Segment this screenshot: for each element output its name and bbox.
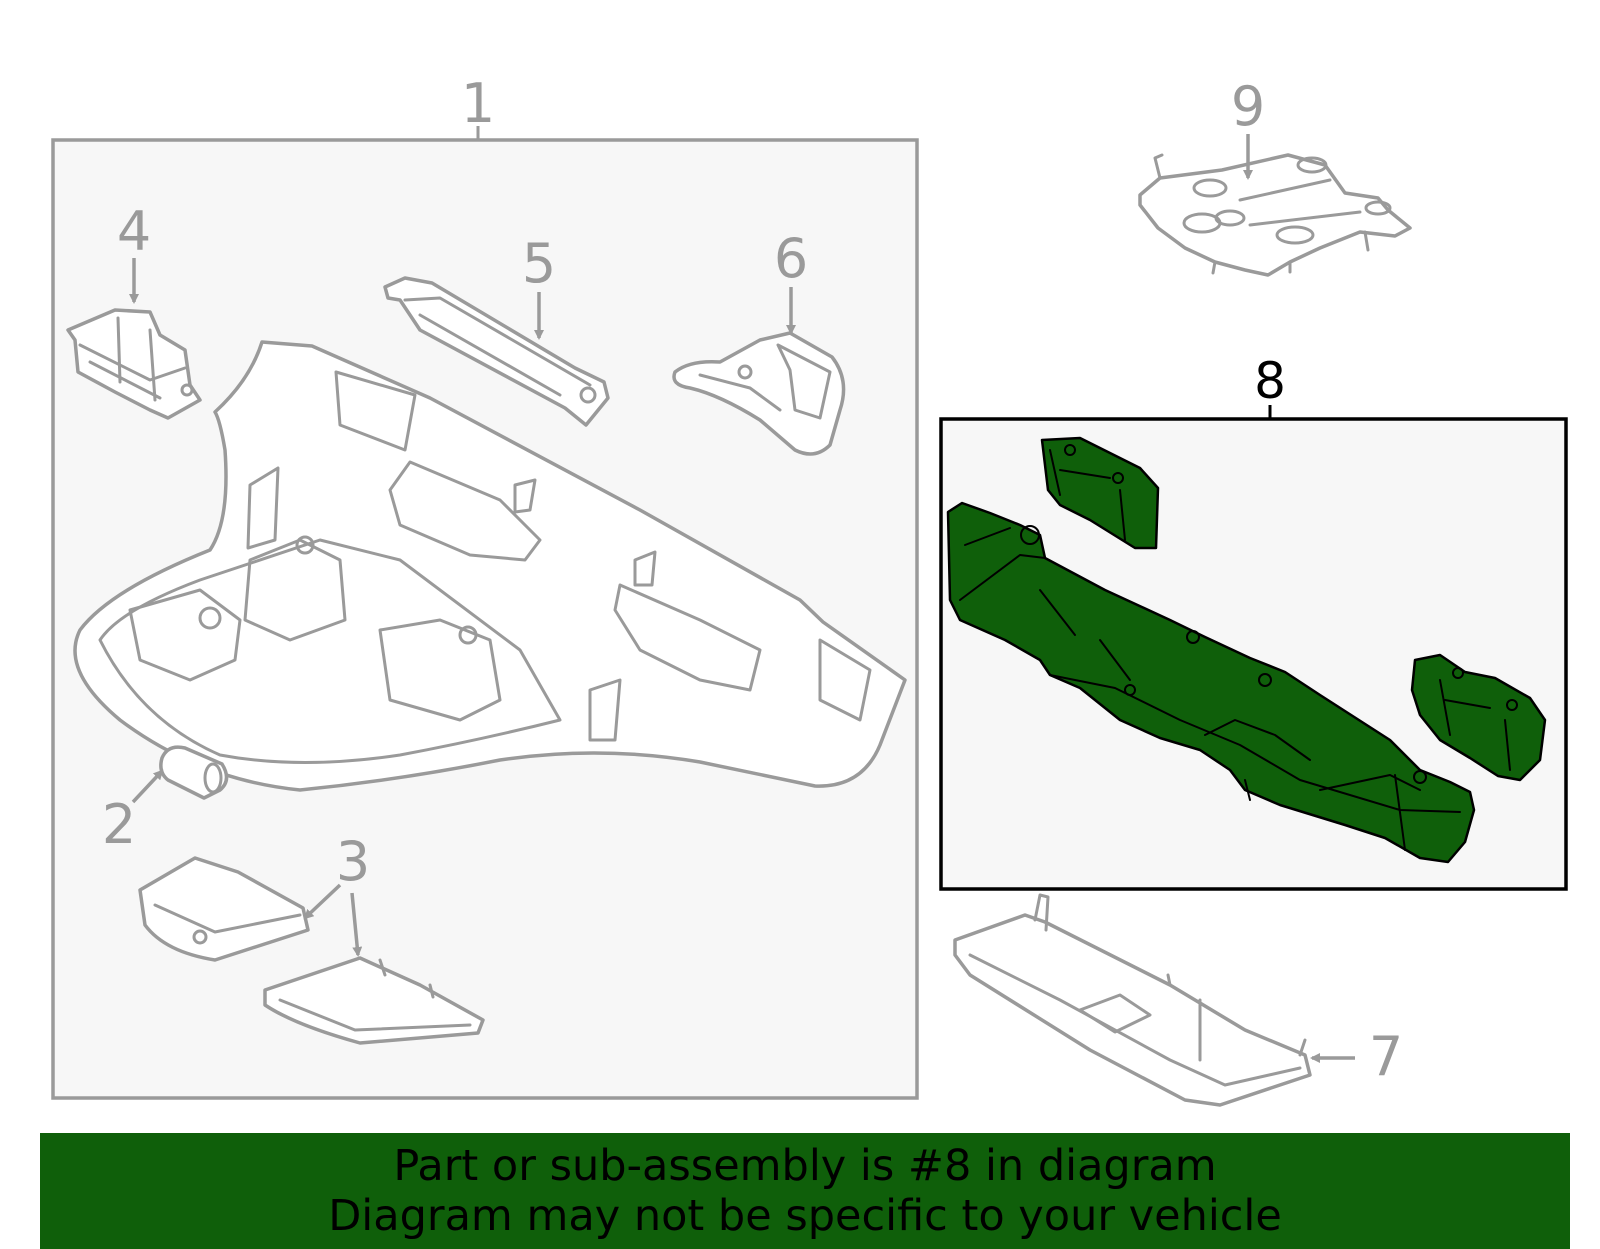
callout-9-label: 9 [1231,75,1265,138]
part-8-console-frame [946,436,1547,864]
callout-3: 3 [303,830,370,957]
banner-line-2: Diagram may not be specific to your vehi… [328,1191,1282,1241]
callout-3-label: 3 [336,830,370,893]
banner-line-1: Part or sub-assembly is #8 in diagram [393,1141,1217,1191]
callout-1-label: 1 [461,72,495,135]
part-4-switch [66,308,202,420]
callout-9: 9 [1231,75,1265,180]
callout-5: 5 [522,232,556,340]
callout-6-label: 6 [774,227,808,290]
part-2-bulb [159,745,229,800]
callout-7: 7 [1310,1025,1403,1088]
callout-4: 4 [117,200,151,304]
callout-5-label: 5 [522,232,556,295]
part-1-overhead-console [73,340,907,792]
callout-4-label: 4 [117,200,151,263]
part-6-bracket [672,331,846,456]
part-3-lens-left [138,856,310,962]
callout-8-label: 8 [1254,352,1286,410]
callout-2: 2 [102,769,164,856]
part-5-sensor [383,276,610,427]
callout-7-label: 7 [1369,1025,1403,1088]
part-3-lens-right [263,956,485,1045]
callout-6: 6 [774,227,808,335]
callout-1: 1 [461,72,495,135]
part-9-mounting-plate [1138,153,1412,277]
info-banner: Part or sub-assembly is #8 in diagram Di… [40,1133,1570,1249]
part-7-trim-panel [953,893,1312,1107]
callout-8: 8 [1254,352,1286,410]
callout-2-label: 2 [102,793,136,856]
